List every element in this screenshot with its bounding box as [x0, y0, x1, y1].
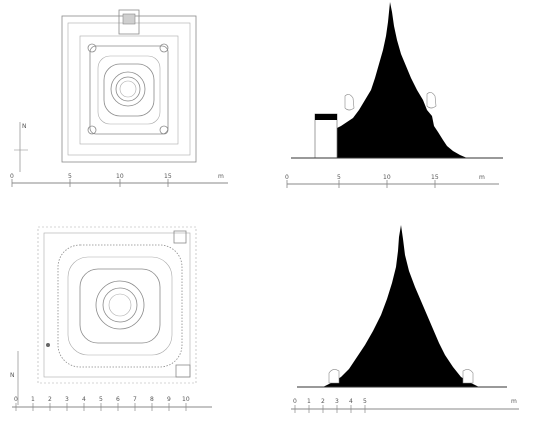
dome-base [95, 280, 145, 330]
north-label: N [10, 372, 15, 379]
terrace-1 [89, 45, 169, 135]
scale-tick-10: 10 [116, 173, 124, 180]
scale-tick-5: 5 [99, 396, 103, 403]
elevation-drawing-bottom: 0 1 2 3 4 5 m [291, 225, 519, 413]
scale-tick-9: 9 [167, 396, 171, 403]
gate-structure [122, 13, 136, 25]
plan-drawing-bottom: N 0 1 2 3 4 5 6 7 8 9 10 [10, 226, 212, 411]
scale-tick-0: 0 [293, 398, 297, 405]
corner-stupa-ne [159, 43, 169, 53]
scale-tick-3: 3 [65, 396, 69, 403]
dome-ring [102, 287, 138, 323]
scale-tick-7: 7 [133, 396, 137, 403]
scale-ticks [15, 403, 187, 411]
spire-ring [119, 80, 137, 98]
scale-tick-15: 15 [431, 174, 439, 181]
scale-tick-0: 0 [10, 173, 14, 180]
scale-tick-10: 10 [383, 174, 391, 181]
terrace-3 [103, 63, 155, 117]
outer-boundary [37, 226, 197, 384]
corner-feature-ne [173, 230, 187, 244]
top-left-plan-panel: N 0 5 10 15 m [0, 0, 267, 205]
scale-unit: m [218, 173, 224, 180]
terrace-2 [97, 55, 161, 125]
corner-stupa-se [159, 125, 169, 135]
gate-roof [315, 114, 337, 120]
bottom-left-plan-panel: N 0 1 2 3 4 5 6 7 8 9 10 [0, 205, 267, 421]
scale-tick-10: 10 [182, 396, 190, 403]
lion-statue-left [344, 94, 355, 111]
scale-ticks [294, 405, 366, 413]
corner-feature-se [175, 364, 191, 378]
scale-tick-1: 1 [307, 398, 311, 405]
scale-tick-0: 0 [14, 396, 18, 403]
dome-ring [115, 76, 141, 102]
terrace-3 [79, 268, 161, 344]
scale-unit: m [479, 174, 485, 181]
scale-tick-5: 5 [337, 174, 341, 181]
scale-tick-2: 2 [48, 396, 52, 403]
side-gate [314, 113, 338, 159]
elevation-drawing-top: 0 5 10 15 m [285, 2, 503, 188]
lion-statue-left [328, 369, 340, 384]
stupa-silhouette-bottom [323, 225, 479, 387]
enclosure-2 [67, 22, 191, 156]
lion-statue-right [462, 369, 474, 384]
corner-stupa-sw [87, 125, 97, 135]
north-stair [118, 9, 140, 35]
lion-statue-right [426, 92, 437, 109]
scale-tick-1: 1 [31, 396, 35, 403]
scale-tick-2: 2 [321, 398, 325, 405]
scale-tick-4: 4 [349, 398, 353, 405]
top-right-elevation-panel: 0 5 10 15 m [267, 0, 534, 205]
spire-ring [108, 293, 132, 317]
terrace-1 [57, 244, 183, 368]
scale-tick-3: 3 [335, 398, 339, 405]
scale-tick-15: 15 [164, 173, 172, 180]
scale-tick-4: 4 [82, 396, 86, 403]
scale-tick-5: 5 [363, 398, 367, 405]
outer-enclosure [61, 15, 197, 163]
north-label: N [22, 123, 27, 130]
enclosure-3 [79, 35, 179, 145]
stupa-silhouette-top [333, 2, 467, 158]
scale-tick-5: 5 [68, 173, 72, 180]
scale-unit: m [511, 398, 517, 405]
scale-tick-0: 0 [285, 174, 289, 181]
boundary-2 [43, 232, 191, 378]
corner-stupa-nw [87, 43, 97, 53]
terrace-2 [67, 256, 173, 356]
dome-base [110, 71, 146, 107]
bottom-right-elevation-panel: 0 1 2 3 4 5 m [267, 205, 534, 421]
plan-drawing-top: N 0 5 10 15 m [10, 9, 228, 187]
marker-dot [46, 343, 50, 347]
scale-tick-6: 6 [116, 396, 120, 403]
scale-tick-8: 8 [150, 396, 154, 403]
